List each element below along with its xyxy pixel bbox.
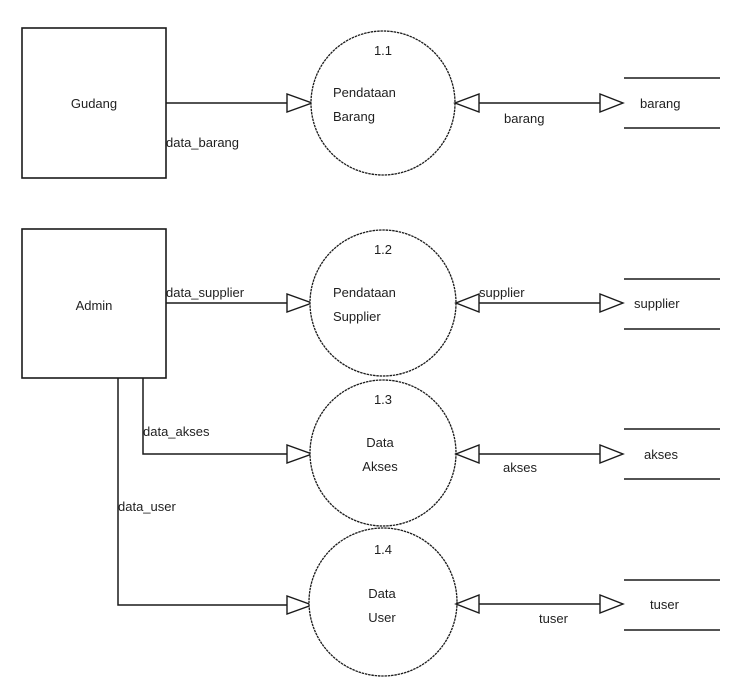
store-label: akses [644,447,678,462]
flow-data-barang[interactable]: data_barang [166,93,315,150]
flow-data-akses[interactable]: data_akses [142,378,315,464]
store-tuser[interactable]: tuser [624,579,720,631]
arrowhead-icon [599,593,625,615]
arrowhead-icon [599,292,625,314]
arrowhead-icon [599,92,625,114]
flow-data-user[interactable]: data_user [117,378,315,615]
flow-barang[interactable]: barang [453,92,625,126]
flow-label: tuser [539,611,569,626]
store-supplier[interactable]: supplier [624,278,720,330]
entity-admin-label: Admin [76,298,113,313]
process-number: 1.1 [374,43,392,58]
entity-admin[interactable]: Admin [21,228,167,379]
process-number: 1.3 [374,392,392,407]
arrowhead-icon [454,292,480,314]
process-name-line2: User [368,610,396,625]
entity-gudang-label: Gudang [71,96,117,111]
process-circle [309,379,457,527]
flow-supplier[interactable]: supplier [454,285,625,314]
process-name-line1: Data [366,435,394,450]
arrowhead-icon [454,593,480,615]
arrowhead-icon [454,443,480,465]
arrowhead-icon [286,293,315,313]
store-barang[interactable]: barang [624,77,720,129]
process-name-line2: Barang [333,109,375,124]
store-label: supplier [634,296,680,311]
flow-line [117,378,287,606]
process-name-line1: Data [368,586,396,601]
arrowhead-icon [599,443,625,465]
flow-label: data_supplier [166,285,245,300]
process-1-2[interactable]: 1.2 Pendataan Supplier [309,229,457,377]
store-akses[interactable]: akses [624,428,720,480]
flow-tuser[interactable]: tuser [454,593,625,626]
process-name-line2: Supplier [333,309,381,324]
arrowhead-icon [286,93,315,113]
process-number: 1.2 [374,242,392,257]
process-1-1[interactable]: 1.1 Pendataan Barang [310,30,456,176]
flow-label: data_akses [143,424,210,439]
flow-label: supplier [479,285,525,300]
process-1-3[interactable]: 1.3 Data Akses [309,379,457,527]
process-number: 1.4 [374,542,392,557]
process-name-line1: Pendataan [333,285,396,300]
entity-gudang[interactable]: Gudang [21,27,167,179]
entity-gudang-box [21,27,167,179]
flow-akses[interactable]: akses [454,443,625,475]
flow-data-supplier[interactable]: data_supplier [166,285,315,313]
entity-admin-box [21,228,167,379]
flow-label: data_barang [166,135,239,150]
process-name-line1: Pendataan [333,85,396,100]
process-name-line2: Akses [362,459,398,474]
arrowhead-icon [453,92,480,114]
store-label: tuser [650,597,680,612]
flow-label: barang [504,111,544,126]
arrowhead-icon [286,595,315,615]
store-label: barang [640,96,680,111]
process-circle [308,527,458,677]
flow-line [142,378,287,455]
flow-label: akses [503,460,537,475]
arrowhead-icon [286,444,315,464]
flow-label: data_user [118,499,176,514]
process-1-4[interactable]: 1.4 Data User [308,527,458,677]
